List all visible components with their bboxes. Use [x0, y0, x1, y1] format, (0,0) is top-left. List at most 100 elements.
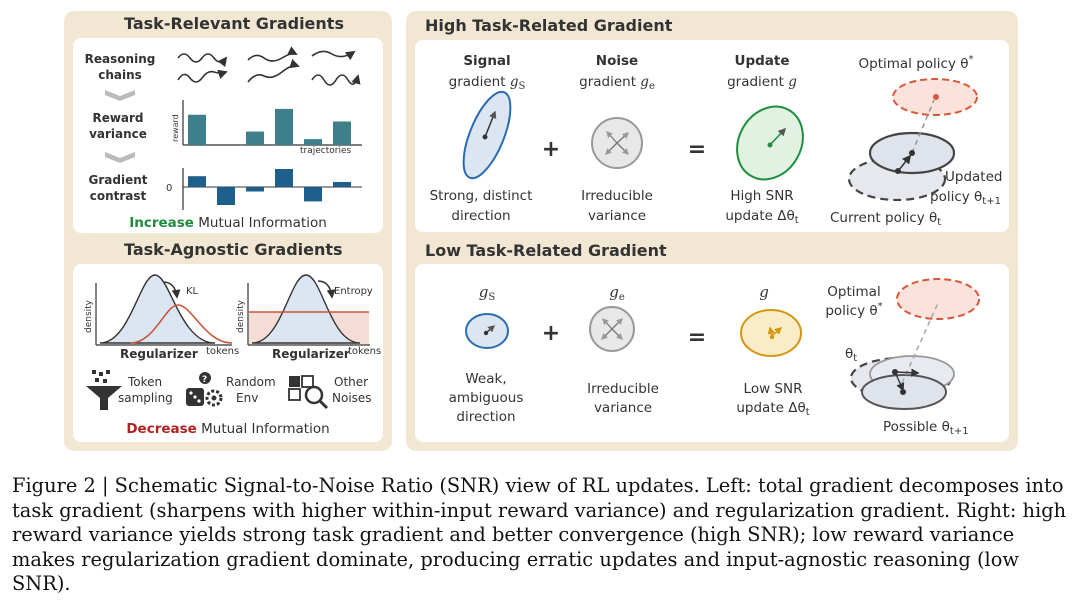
updated-dot: [909, 150, 915, 156]
reasoning-chain-arrows: [177, 46, 361, 86]
contrast-bar: [246, 187, 264, 192]
low-noise-symbol: ge: [609, 283, 625, 303]
erratic-update-arrows: [894, 368, 920, 392]
possible-policy-label: Possible θt+1: [883, 419, 969, 437]
svg-text:?: ?: [202, 375, 207, 385]
update-subheading: gradient g: [727, 74, 797, 90]
contrast-zero-label: 0: [166, 183, 172, 194]
chevron-down-icon: [105, 152, 135, 163]
low-update-arrows: [767, 326, 783, 337]
update-vector-arrow: [769, 127, 787, 146]
signal-desc-2: direction: [451, 208, 510, 224]
trajectories-axis-label: trajectories: [300, 146, 352, 156]
reward-axis-label: reward: [171, 114, 180, 142]
increase-mi-footer: Increase Mutual Information: [129, 215, 327, 231]
theta-t-label: θt: [845, 346, 857, 364]
noise-heading: Noise: [596, 53, 638, 69]
kl-reference-distribution: [129, 304, 233, 344]
contrast-bar: [275, 169, 293, 187]
low-gradient-title: Low Task-Related Gradient: [425, 241, 667, 260]
high-gradient-title: High Task-Related Gradient: [425, 16, 673, 35]
contrast-bar: [188, 176, 206, 187]
high-snr-desc-2: update Δθt: [725, 208, 798, 226]
kl-base-distribution: [99, 274, 216, 344]
low-snr-desc-2: update Δθt: [736, 400, 809, 418]
signal-desc-1: Strong, distinct: [430, 188, 533, 204]
plus-operator-low: +: [542, 321, 560, 346]
contrast-label-1: Gradient: [89, 173, 148, 187]
theta-t-dot: [892, 369, 898, 375]
random-env-label-2: Env: [236, 391, 258, 405]
reward-bar: [333, 121, 351, 145]
updated-policy-label-1: Updated: [945, 169, 1002, 185]
low-update-symbol: g: [759, 283, 769, 301]
convergence-path-high: [911, 99, 935, 154]
reward-label-2: variance: [89, 127, 147, 141]
dice-icon: ?: [186, 372, 223, 407]
reasoning-label-1: Reasoning: [85, 52, 156, 66]
kl-annotation: KL: [186, 286, 199, 297]
divergent-path-low: [901, 302, 939, 384]
signal-vector-arrow: [484, 110, 497, 138]
update-step-arrow-high: [898, 154, 912, 171]
weak-desc-2: ambiguous: [449, 390, 524, 406]
regularizer-label-2: Regularizer: [272, 347, 350, 361]
other-noises-label-1: Other: [334, 375, 368, 389]
optimal-policy-label-low-2: policy θ*: [825, 301, 882, 319]
random-env-label-1: Random: [226, 375, 276, 389]
reward-bars: [188, 108, 351, 145]
kl-arrow: [162, 281, 181, 299]
weak-desc-3: direction: [456, 409, 515, 425]
tokens-label-1: tokens: [206, 346, 239, 357]
weak-desc-1: Weak,: [465, 371, 506, 387]
optimal-policy-ellipse-low: [896, 278, 980, 320]
figure-caption: Figure 2 | Schematic Signal-to-Noise Rat…: [12, 474, 1067, 595]
update-origin-dot: [767, 142, 773, 148]
equals-operator-low: =: [688, 325, 706, 350]
entropy-annotation: Entropy: [334, 286, 373, 297]
contrast-bar: [333, 181, 351, 187]
theta-next-dot: [900, 389, 906, 395]
decrease-mi-footer: Decrease Mutual Information: [126, 421, 329, 437]
reward-bar: [304, 139, 322, 145]
noise-scatter-arrows: [605, 131, 629, 155]
entropy-arrow: [317, 280, 336, 299]
task-agnostic-title: Task-Agnostic Gradients: [124, 240, 343, 259]
plus-operator-high: +: [542, 137, 560, 162]
high-snr-desc-1: High SNR: [730, 188, 793, 204]
noise-subheading: gradient ge: [579, 74, 655, 92]
low-noise-desc-2: variance: [594, 400, 652, 416]
low-snr-desc-1: Low SNR: [744, 381, 803, 397]
noise-desc-2: variance: [588, 208, 646, 224]
signal-origin-dot: [482, 134, 488, 140]
optimal-policy-label-high: Optimal policy θ*: [859, 54, 974, 72]
reward-bar: [246, 131, 264, 145]
signal-heading: Signal: [463, 53, 510, 69]
equals-operator-high: =: [688, 137, 706, 162]
update-heading: Update: [734, 53, 789, 69]
entropy-base-distribution: [251, 274, 361, 344]
signal-subheading: gradient gS: [449, 74, 526, 92]
token-sampling-label-2: sampling: [118, 391, 173, 405]
density-label-1: density: [84, 299, 94, 333]
current-dot: [895, 168, 901, 174]
contrast-label-2: contrast: [90, 189, 147, 203]
optimal-policy-label-low-1: Optimal: [827, 284, 880, 300]
reward-bar: [188, 114, 206, 145]
contrast-bars: [188, 169, 351, 205]
regularizer-label-1: Regularizer: [120, 347, 198, 361]
token-sampling-label-1: Token: [127, 375, 162, 389]
funnel-icon: [86, 370, 122, 410]
contrast-bar: [304, 187, 322, 202]
current-policy-label: Current policy θt: [830, 210, 941, 228]
low-noise-scatter-arrows: [601, 318, 623, 340]
weak-signal-dot: [483, 330, 489, 336]
reward-label-1: Reward: [92, 111, 143, 125]
other-noises-label-2: Noises: [332, 391, 372, 405]
reward-bar: [275, 108, 293, 145]
chevron-down-icon: [105, 90, 135, 101]
tokens-label-2: tokens: [348, 346, 381, 357]
optimal-dot-high: [933, 94, 939, 100]
reasoning-label-2: chains: [98, 68, 142, 82]
low-signal-symbol: gS: [479, 283, 496, 303]
